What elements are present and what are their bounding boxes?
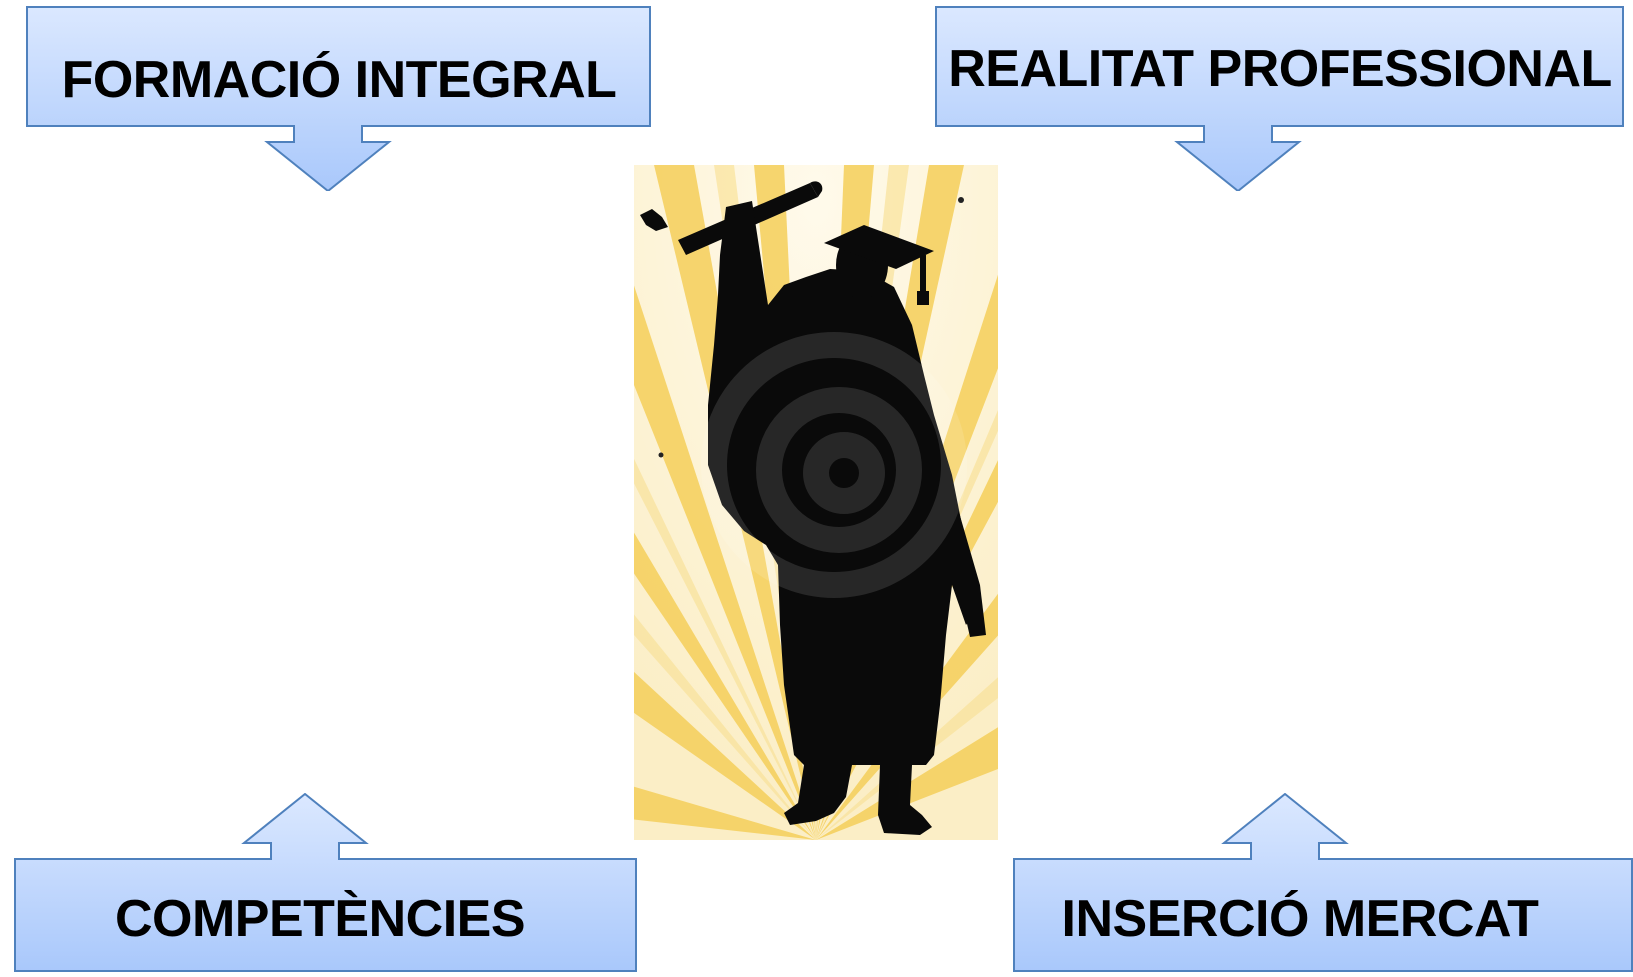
down-arrow-callout-shape [26,6,651,193]
graduate-figure [640,181,986,835]
callout-realitat-professional: REALITAT PROFESSIONAL [935,6,1625,193]
callout-label: COMPETÈNCIES [114,890,526,948]
graduate-silhouette-icon [634,165,998,840]
callout-label: INSERCIÓ MERCAT [1061,890,1539,948]
callout-label: FORMACIÓ INTEGRAL [61,51,617,109]
callout-insercio-mercat: INSERCIÓ MERCAT [1013,792,1633,972]
up-arrow-callout-shape [14,792,637,972]
down-arrow-callout-shape [935,6,1624,193]
up-arrow-callout-shape [1013,792,1633,972]
callout-formacio-integral: FORMACIÓ INTEGRAL [26,6,652,193]
callout-competencies: COMPETÈNCIES [14,792,638,972]
callout-label: REALITAT PROFESSIONAL [948,40,1612,98]
graduate-silhouette-image [634,165,998,840]
watermark-swirl [701,332,967,598]
